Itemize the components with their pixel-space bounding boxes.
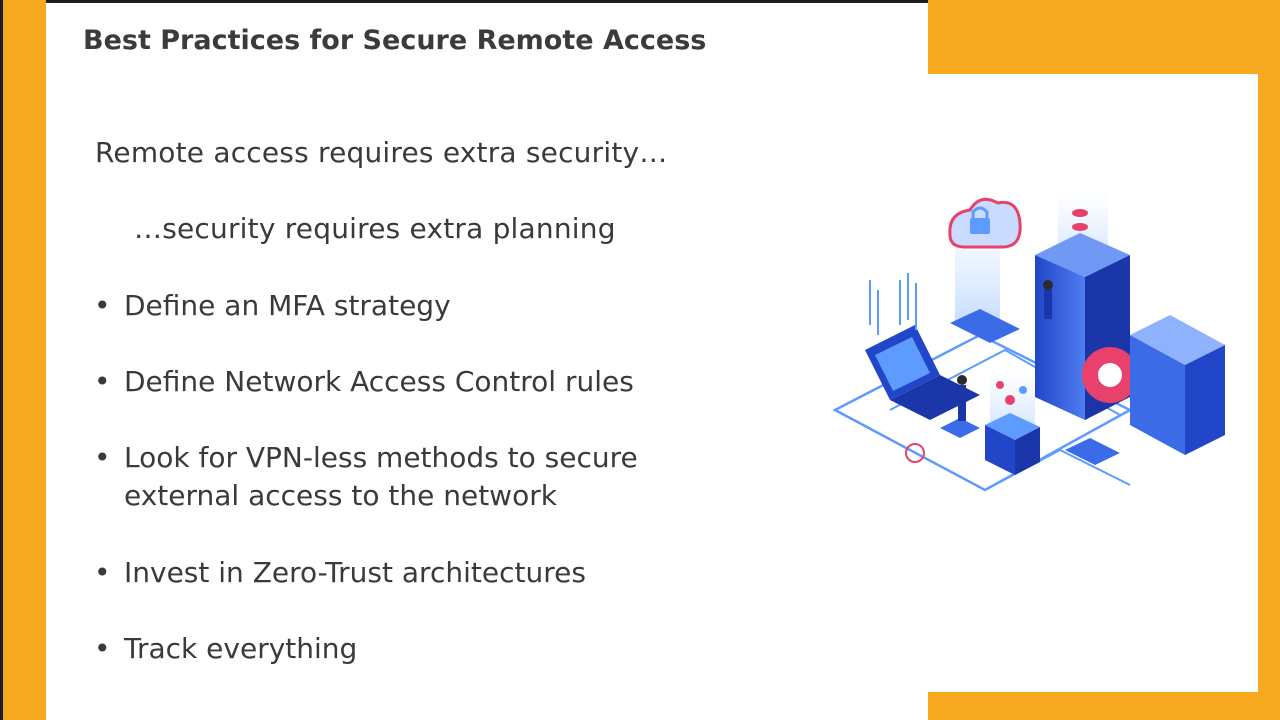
accent-bar-right bbox=[1258, 0, 1280, 720]
bullet-dot: • bbox=[94, 365, 111, 398]
accent-block-bottom-right bbox=[928, 692, 1280, 720]
bullet-text: Invest in Zero-Trust architectures bbox=[124, 556, 586, 589]
bullet-text: Look for VPN-less methods to secure bbox=[124, 441, 638, 474]
cloud-lock-icon bbox=[948, 197, 1022, 249]
data-cube-icon bbox=[985, 381, 1040, 475]
platform-icon bbox=[940, 309, 1120, 465]
bullet-text: Define Network Access Control rules bbox=[124, 365, 634, 398]
signal-bars-icon bbox=[869, 273, 917, 335]
intro-line-1: Remote access requires extra security… bbox=[95, 136, 668, 169]
laptop-icon bbox=[865, 325, 980, 420]
bullet-text-continued: external access to the network bbox=[124, 479, 557, 512]
accent-block-top-right bbox=[928, 0, 1280, 74]
person-icon bbox=[1043, 280, 1053, 319]
person-icon bbox=[957, 375, 967, 421]
location-pin-icon bbox=[905, 443, 925, 463]
slide-canvas bbox=[46, 3, 928, 720]
document-stack-icon bbox=[1130, 315, 1225, 455]
accent-bar-left bbox=[3, 0, 46, 720]
intro-line-2: …security requires extra planning bbox=[134, 212, 616, 245]
network-security-illustration bbox=[832, 190, 1225, 492]
gear-icon bbox=[1082, 347, 1138, 403]
slide-title: Best Practices for Secure Remote Access bbox=[83, 25, 707, 56]
bullet-dot: • bbox=[94, 289, 111, 322]
bullet-dot: • bbox=[94, 556, 111, 589]
bullet-text: Define an MFA strategy bbox=[124, 289, 451, 322]
bullet-dot: • bbox=[94, 441, 111, 474]
bullet-text: Track everything bbox=[124, 632, 358, 665]
bullet-dot: • bbox=[94, 632, 111, 665]
